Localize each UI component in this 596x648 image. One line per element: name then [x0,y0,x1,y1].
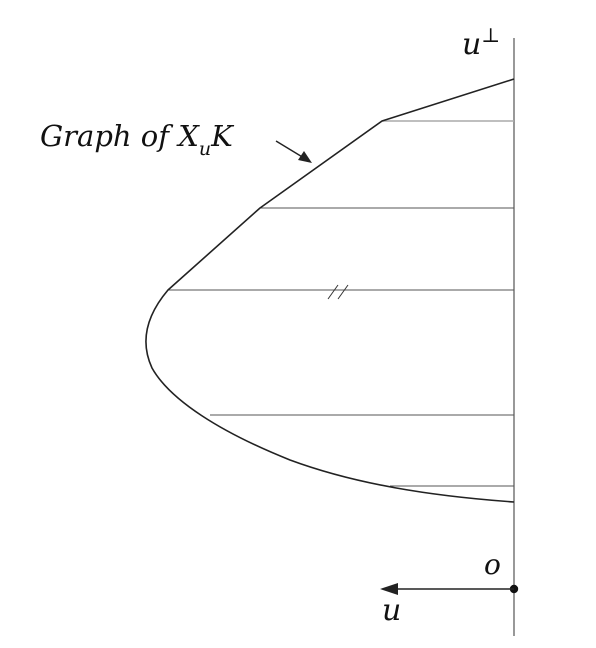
parallel-tick-1 [327,284,339,300]
graph-label: Graph of XuK [40,119,235,160]
parallel-tick-2 [337,284,349,300]
graph-label-suffix: K [210,119,235,153]
graph-label-prefix: Graph of X [40,119,200,153]
axis-label-vertical: u⊥ [462,23,500,62]
graph-label-subscript: u [199,138,211,160]
origin-label: o [484,548,501,581]
label-pointer-line [275,140,305,159]
graph-curve [145,78,515,503]
direction-label: u [382,593,401,628]
axis-label-vertical-sup: ⊥ [481,23,500,47]
direction-vector-arrowhead [380,583,398,595]
axis-label-vertical-base: u [462,27,481,62]
label-pointer-arrowhead [298,151,312,163]
